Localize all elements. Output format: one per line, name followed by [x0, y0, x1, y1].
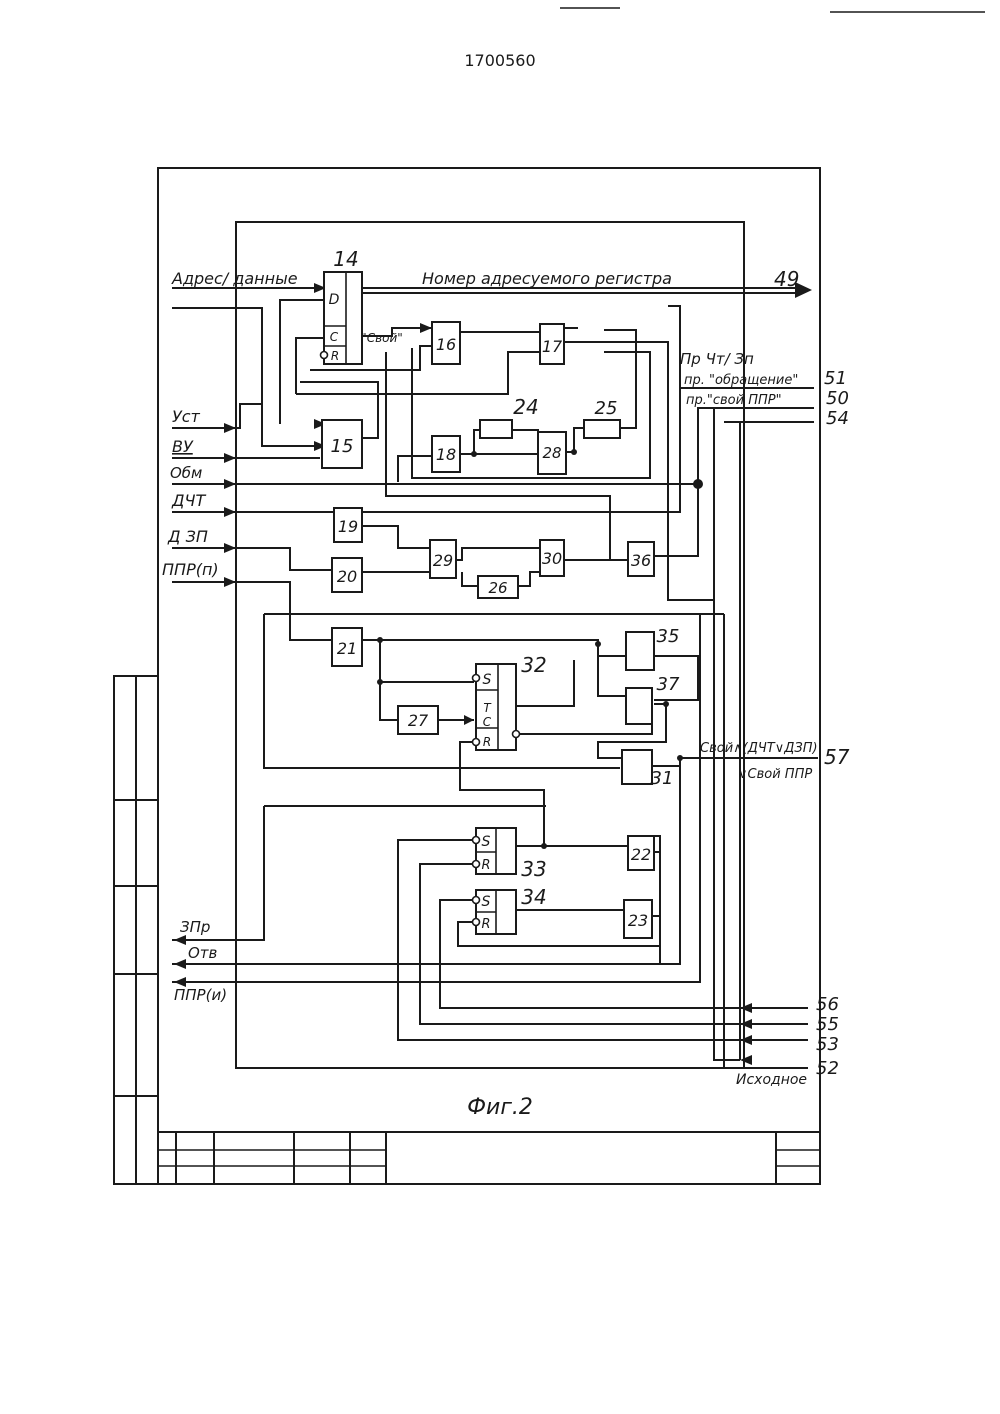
scan-marks [560, 8, 985, 12]
output-pr-access: пр. "обращение" [684, 373, 798, 388]
label-34: 34 [521, 885, 546, 909]
bottom-input-53: 53 [816, 1034, 839, 1055]
pin-33-s: S [482, 834, 491, 850]
label-23: 23 [628, 911, 648, 930]
label-19: 19 [338, 517, 358, 536]
label-17: 17 [542, 337, 563, 356]
output-ppr-i: ППР(и) [174, 986, 227, 1004]
pin-32-c: C [483, 715, 492, 729]
pin-14-c: C [330, 330, 339, 344]
input-address-data: Адрес/ данные [171, 269, 298, 288]
label-29: 29 [433, 551, 453, 570]
label-16: 16 [436, 335, 456, 354]
label-24: 24 [513, 395, 538, 419]
pin-34-s: S [482, 894, 491, 910]
label-15: 15 [331, 436, 354, 457]
bottom-input-initial: Исходное [736, 1072, 807, 1088]
output-zpr: ЗПр [180, 918, 210, 936]
label-31: 31 [651, 768, 674, 789]
figure-caption: Фиг.2 [467, 1095, 533, 1120]
block-35 [626, 632, 654, 670]
input-dzp: Д ЗП [167, 527, 208, 546]
label-20: 20 [337, 567, 357, 586]
output-num-50: 50 [826, 388, 849, 409]
label-35: 35 [657, 626, 680, 647]
label-18: 18 [436, 445, 456, 464]
bottom-input-55: 55 [816, 1014, 839, 1035]
input-vu: ВУ [172, 437, 194, 456]
bottom-input-56: 56 [816, 994, 839, 1015]
input-obm: Обм [170, 464, 202, 482]
input-ppr-p: ППР(п) [162, 560, 219, 579]
label-14: 14 [333, 247, 358, 271]
output-num-51: 51 [824, 368, 847, 389]
output-pr-own-ppr: пр."свой ППР" [686, 393, 782, 408]
block-14-register [324, 272, 362, 364]
output-num-54: 54 [826, 408, 849, 429]
label-32: 32 [521, 653, 546, 677]
pin-32-s: S [483, 672, 492, 688]
pin-14-r: R [331, 349, 339, 363]
output-otv: Отв [188, 944, 218, 962]
block-37 [626, 688, 652, 724]
output-register-number: Номер адресуемого регистра [422, 269, 672, 288]
label-33: 33 [521, 857, 546, 881]
label-27: 27 [408, 711, 429, 730]
block-25 [584, 420, 620, 438]
label-25: 25 [595, 398, 618, 419]
pin-34-r: R [481, 917, 490, 932]
bottom-input-52: 52 [816, 1058, 839, 1079]
label-30: 30 [542, 549, 562, 568]
block-24 [480, 420, 512, 438]
input-ust: Уст [172, 407, 201, 426]
output-own-expr-1: Свой∧(ДЧТ∨ДЗП) [700, 741, 818, 756]
pin-labels: D C R "Свой" S T C R S R S R [329, 292, 493, 932]
pin-14-own: "Свой" [361, 331, 403, 345]
output-pr-cht-zp: Пр Чт/ Зп [680, 350, 754, 368]
output-num-57: 57 [824, 745, 850, 769]
pin-33-r: R [481, 858, 490, 873]
output-own-expr-2: ∨Свой ППР [738, 767, 812, 782]
label-36: 36 [631, 551, 651, 570]
label-28: 28 [542, 444, 561, 462]
pin-14-d: D [329, 292, 340, 308]
label-21: 21 [337, 639, 357, 658]
block-31 [622, 750, 652, 784]
pin-32-r: R [483, 735, 491, 749]
label-26: 26 [488, 579, 507, 597]
patent-number: 1700560 [464, 51, 535, 70]
label-22: 22 [631, 845, 651, 864]
output-bus-49: 49 [774, 267, 799, 291]
input-dcht: ДЧТ [171, 491, 206, 510]
label-37: 37 [657, 674, 680, 695]
